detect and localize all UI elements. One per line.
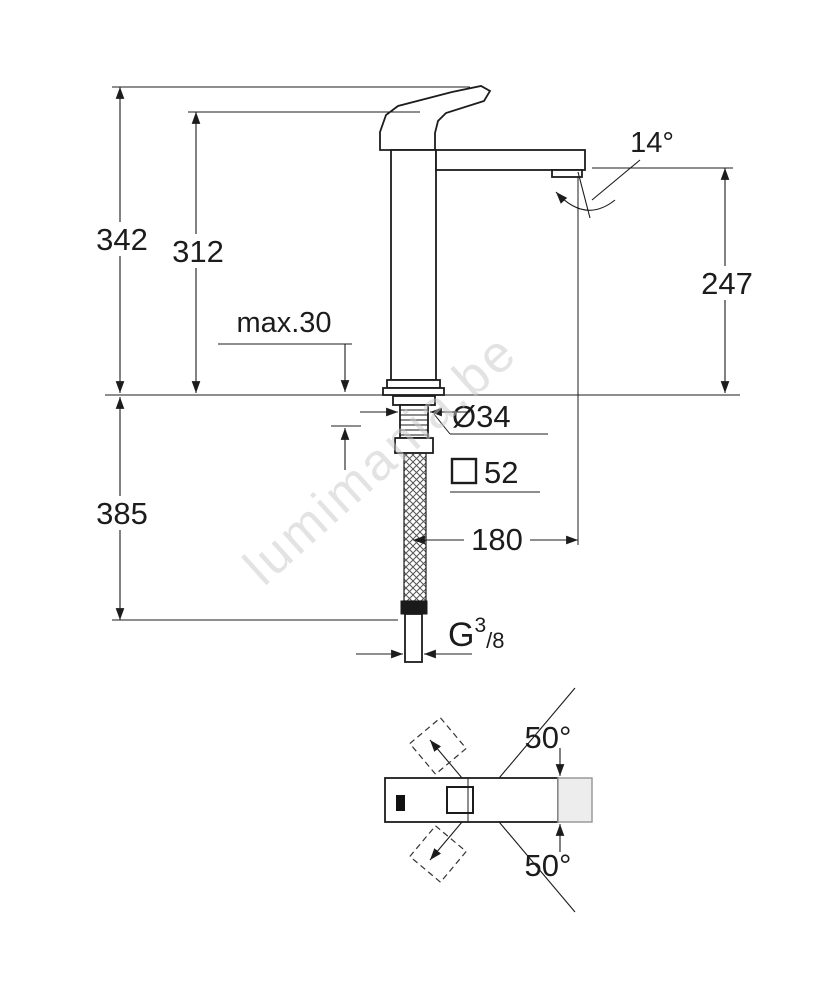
faucet-body	[390, 149, 437, 381]
dim-spout-projection: 180	[413, 522, 578, 557]
supply-pipe	[404, 613, 423, 663]
dim-label-180: 180	[471, 522, 523, 557]
rotation-line-upper	[429, 687, 576, 861]
dim-label-max30: max.30	[236, 307, 331, 339]
rotation-diamond-lower	[408, 824, 468, 884]
dim-spout-height: 247	[592, 167, 759, 393]
dim-label-342: 342	[96, 222, 148, 257]
rotation-diamond-upper	[408, 716, 468, 776]
dim-body-height: 312	[166, 111, 420, 393]
cartridge-square	[446, 786, 474, 814]
faucet-top-view: 50° 50°	[384, 687, 593, 913]
spout-aerator	[551, 169, 583, 178]
dim-label-thread: G3/8	[448, 614, 505, 654]
dim-label-385: 385	[96, 496, 148, 531]
dim-label-50-lower: 50°	[525, 848, 572, 883]
dim-below-counter: 385	[90, 397, 398, 621]
dim-thread-size: G3/8	[356, 614, 505, 659]
handle-detail	[396, 795, 405, 811]
square-symbol	[450, 457, 478, 485]
dim-label-52: 52	[484, 455, 518, 490]
faucet-side-view	[105, 85, 740, 663]
dim-label-312: 312	[172, 234, 224, 269]
base-flange-bottom	[382, 387, 445, 396]
dim-base-square: 52	[450, 455, 540, 493]
rotation-line-lower	[429, 739, 576, 913]
dim-label-dia34: Ø34	[452, 399, 511, 434]
faucet-spout	[435, 149, 586, 171]
end-cap	[557, 777, 593, 823]
dim-label-14deg: 14°	[630, 127, 674, 159]
supply-hose	[403, 452, 427, 602]
dim-total-height: 342	[90, 86, 470, 393]
top-view-body	[384, 777, 559, 823]
dim-label-247: 247	[701, 266, 753, 301]
faucet-lever	[379, 85, 492, 151]
hose-connector	[400, 600, 428, 615]
dim-label-50-upper: 50°	[525, 720, 572, 755]
dim-spout-angle: 14°	[555, 127, 674, 219]
shank-threads	[400, 409, 428, 436]
dim-hole-diameter: Ø34	[360, 399, 548, 435]
dim-max-counter-thickness: max.30	[218, 307, 361, 470]
